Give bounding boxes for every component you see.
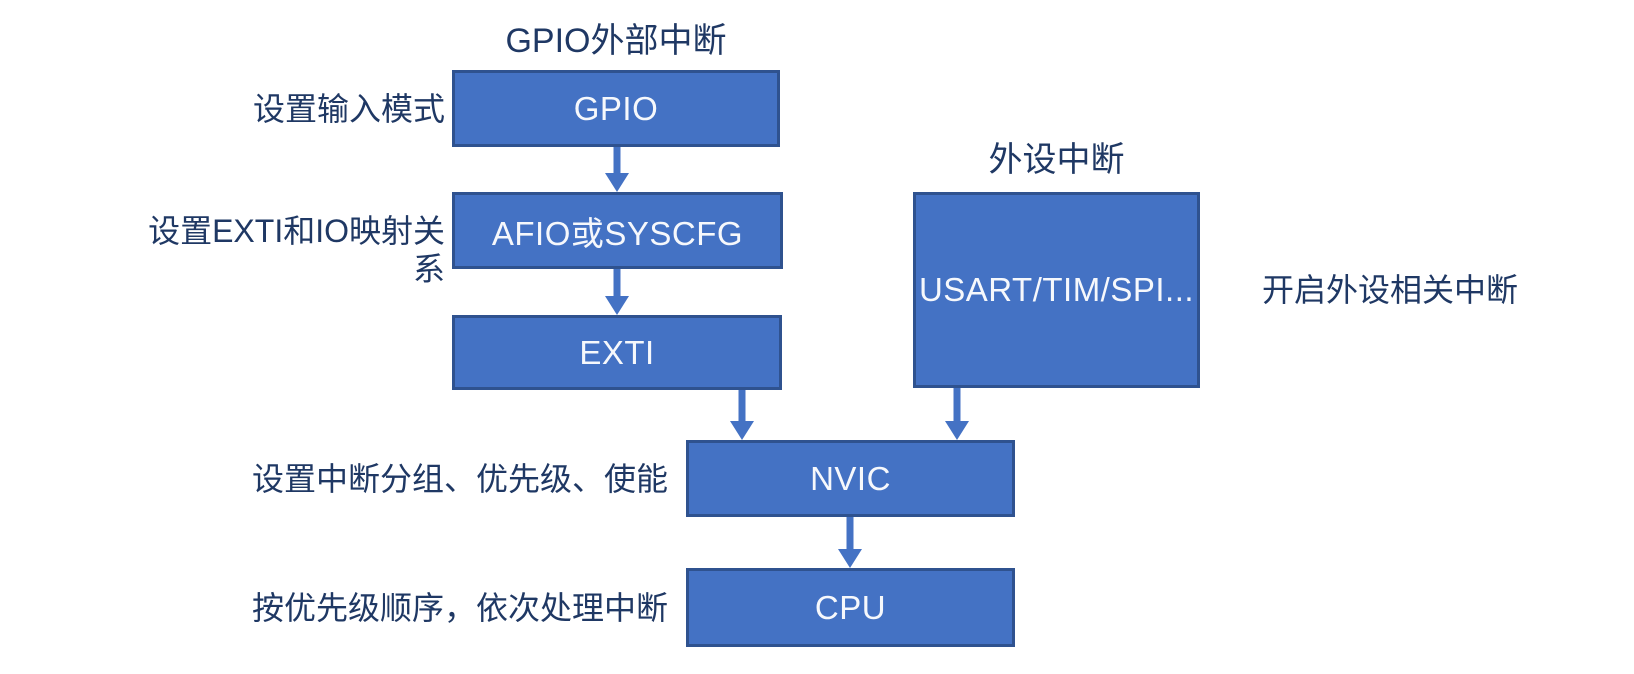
- arrow-exti-to-nvic: [730, 390, 754, 440]
- annotation-afio-syscfg: 设置EXTI和IO映射关系: [148, 212, 445, 287]
- node-nvic: NVIC: [686, 440, 1015, 517]
- annotation-usart: 开启外设相关中断: [1262, 272, 1519, 308]
- annotation-gpio: 设置输入模式: [252, 90, 445, 127]
- node-gpio: GPIO: [452, 70, 780, 147]
- node-usart-tim-spi: USART/TIM/SPI...: [913, 192, 1200, 388]
- annotation-cpu: 按优先级顺序，依次处理中断: [251, 589, 668, 626]
- arrow-usart-to-nvic: [945, 388, 969, 440]
- node-cpu: CPU: [686, 568, 1015, 647]
- node-afio-syscfg: AFIO或SYSCFG: [452, 192, 783, 269]
- left-flow-title: GPIO外部中断: [505, 21, 727, 60]
- arrow-afio-to-exti: [605, 269, 629, 315]
- arrow-gpio-to-afio: [605, 147, 629, 192]
- node-exti: EXTI: [452, 315, 782, 390]
- right-flow-title: 外设中断: [988, 140, 1125, 179]
- annotation-nvic: 设置中断分组、优先级、使能: [251, 460, 668, 497]
- arrow-nvic-to-cpu: [838, 517, 862, 568]
